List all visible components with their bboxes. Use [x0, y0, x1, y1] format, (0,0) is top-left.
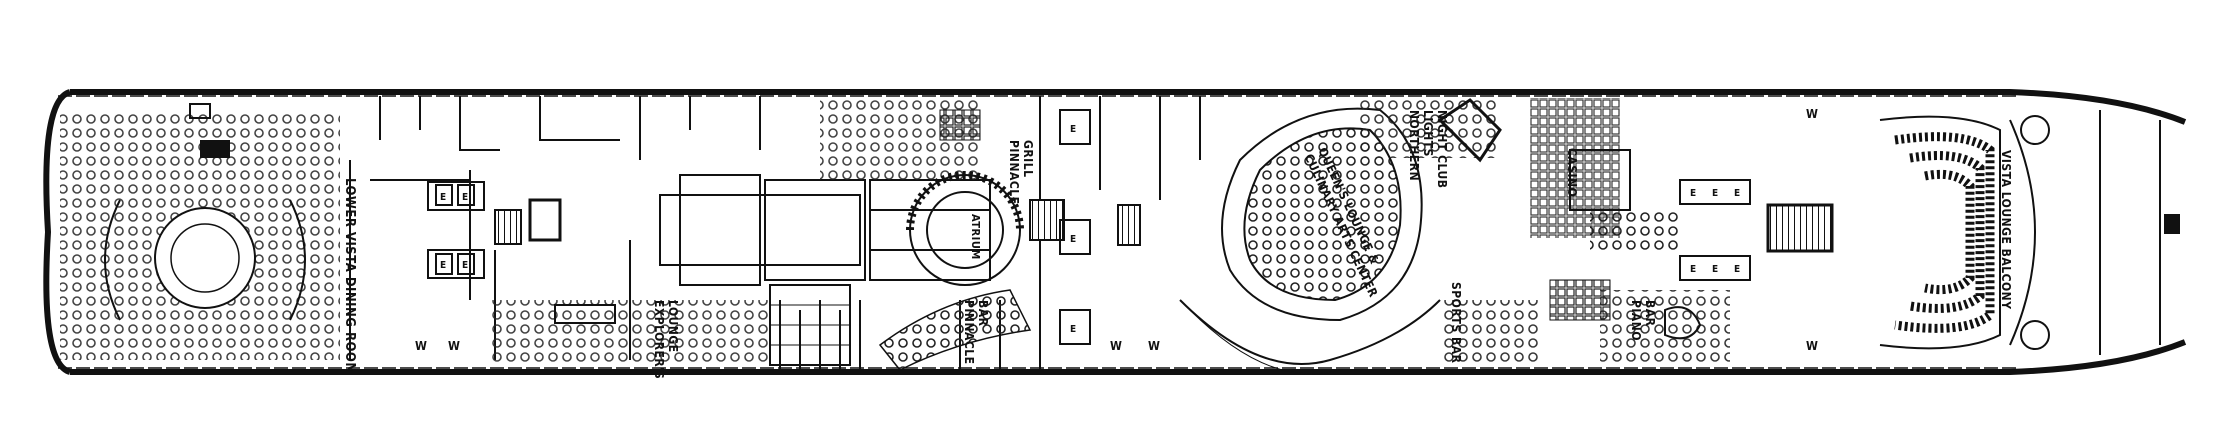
elevator-bank-forward	[1679, 179, 1751, 281]
label-pinnacle-grill: PINNACLE GRILL	[1007, 140, 1035, 209]
elevator-label-4: E	[462, 260, 469, 271]
elevator-label-9: E	[1712, 188, 1719, 199]
vista-lounge-seating	[1879, 115, 2050, 350]
elevator-label-3: E	[440, 260, 447, 271]
stairs-mid	[1117, 204, 1141, 246]
washroom-label-mid-2: W	[1148, 339, 1160, 353]
label-casino: CASINO	[1565, 148, 1579, 197]
stairs-aft	[494, 209, 522, 245]
elevator-bank-mid	[1059, 109, 1091, 345]
label-pinnacle-bar: PINNACLE BAR	[962, 300, 990, 369]
label-sports-bar: SPORTS BAR	[1449, 282, 1463, 364]
label-northern-lights: NORTHERN LIGHTS NIGHT CLUB	[1407, 110, 1449, 188]
elevator-label-12: E	[1712, 264, 1719, 275]
elevator-label-8: E	[1690, 188, 1697, 199]
hull	[43, 89, 2187, 375]
elevator-label-2: E	[462, 192, 469, 203]
pinnacle-bar-area	[878, 289, 1032, 371]
elevator-label-5: E	[1070, 124, 1077, 135]
casino-area	[1530, 98, 1680, 250]
washroom-label-mid-1: W	[1110, 339, 1122, 353]
washroom-label-fwd-1: W	[1806, 107, 1818, 121]
piano-bar-area	[1600, 290, 1730, 362]
washroom-label-aft-1: W	[415, 339, 427, 353]
pinnacle-grill-area	[820, 100, 981, 180]
dining-room-area	[60, 103, 340, 360]
label-atrium: ATRIUM	[969, 214, 982, 260]
atrium-void	[659, 174, 991, 366]
washroom-label-aft-2: W	[448, 339, 460, 353]
sports-bar-area	[1440, 279, 1611, 362]
elevator-label-7: E	[1070, 324, 1077, 335]
elevator-label-11: E	[1690, 264, 1697, 275]
explorers-lounge-seating	[490, 300, 770, 366]
queens-lounge-area	[1179, 107, 1441, 375]
elevator-label-1: E	[440, 192, 447, 203]
stairs-forward	[1766, 203, 1834, 253]
label-piano-bar: PIANO BAR	[1629, 300, 1657, 345]
elevator-bank-aft	[427, 181, 485, 279]
stair-core-aft	[528, 198, 562, 242]
label-vista-lounge-balcony: VISTA LOUNGE BALCONY	[1999, 150, 2013, 310]
stairs-atrium	[1029, 199, 1065, 241]
elevator-label-6: E	[1070, 234, 1077, 245]
elevator-label-10: E	[1734, 188, 1741, 199]
washroom-label-fwd-2: W	[1806, 339, 1818, 353]
atrium-ring	[906, 171, 1024, 286]
walls-bow	[2099, 110, 2180, 355]
elevator-label-13: E	[1734, 264, 1741, 275]
northern-lights-area	[1360, 98, 1502, 163]
label-explorers-lounge: EXPLORER'S LOUNGE	[652, 300, 680, 384]
